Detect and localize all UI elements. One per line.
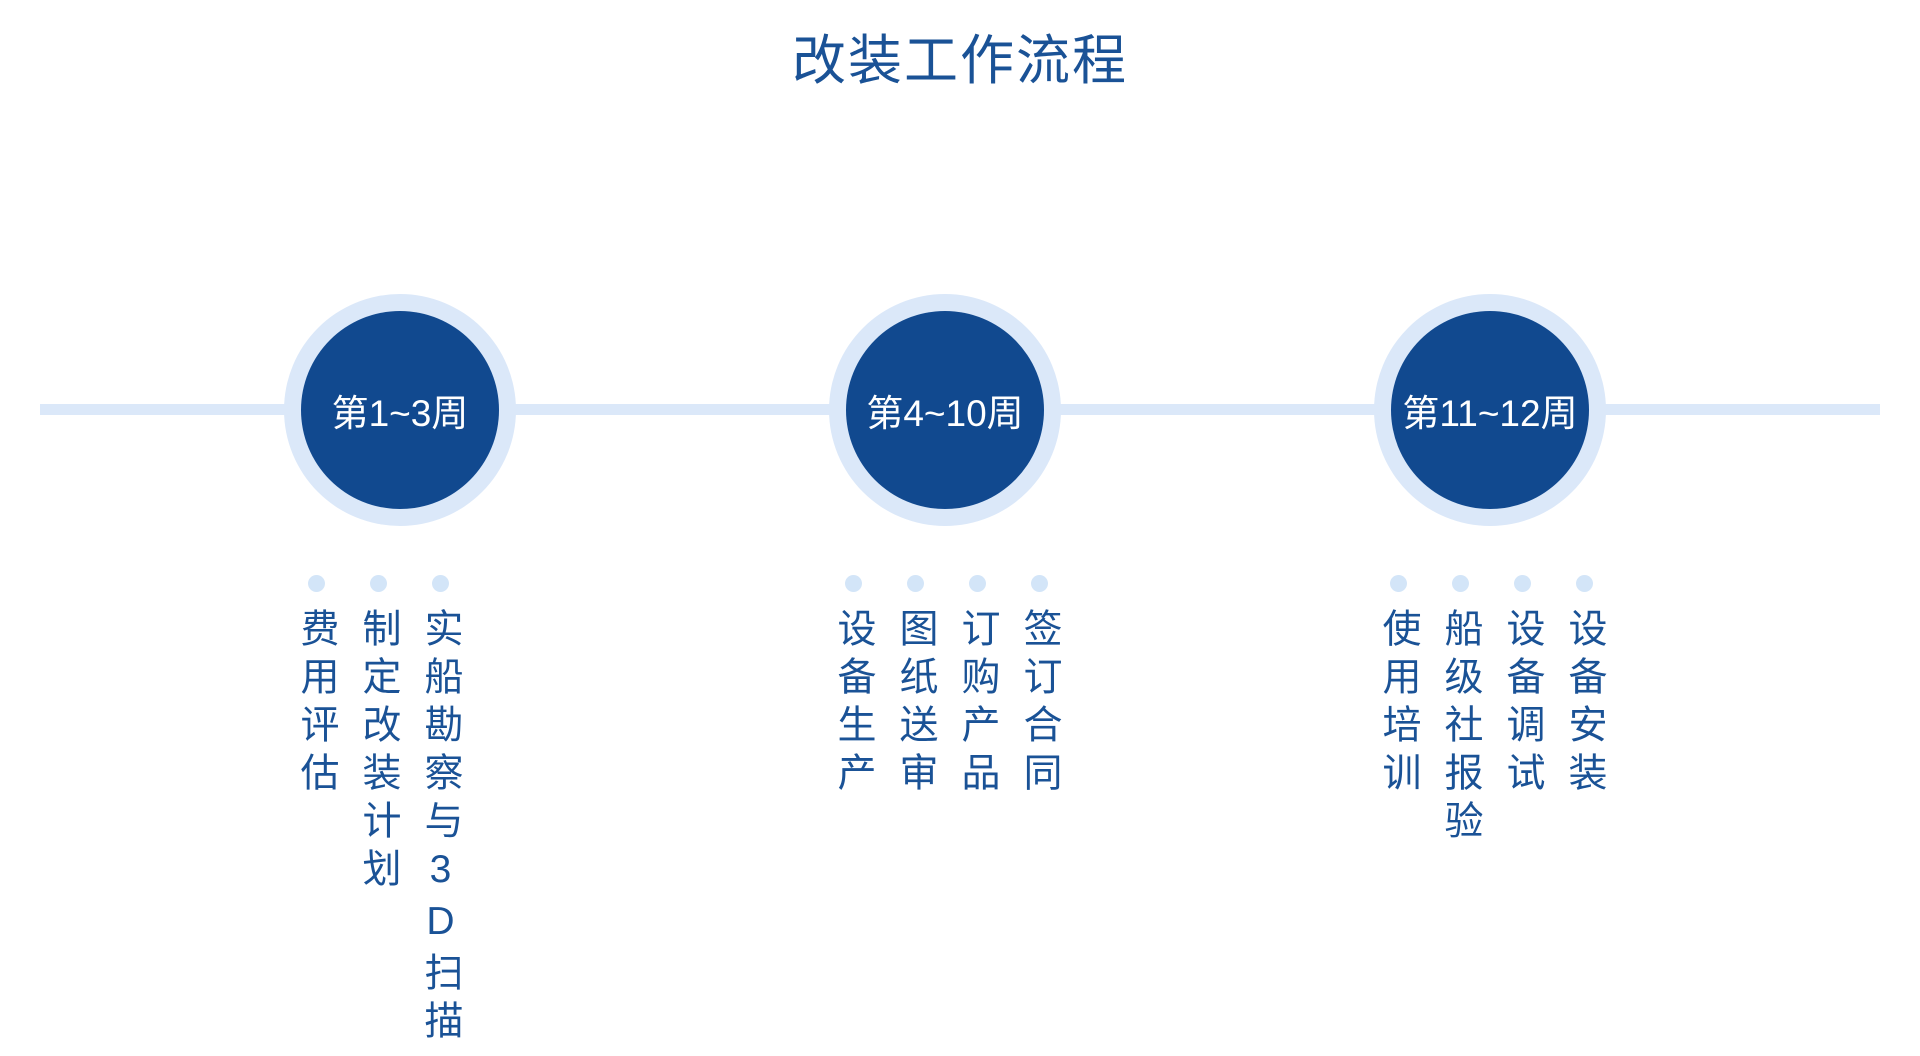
task-label: 设备调试: [1501, 608, 1544, 800]
task-column[interactable]: 设备安装: [1563, 575, 1606, 800]
page-title: 改装工作流程: [792, 31, 1128, 91]
timeline-node-disc: 第1~3周: [301, 311, 499, 509]
task-label: 实船勘察与3D扫描: [419, 608, 462, 1048]
timeline-node-label: 第11~12周: [1402, 393, 1578, 434]
task-label: 设备生产: [832, 608, 875, 800]
task-label: 制定改装计划: [357, 608, 400, 896]
bullet-dot-icon: [431, 575, 449, 592]
timeline-node-phase-2[interactable]: 第4~10周: [829, 294, 1061, 526]
task-label: 使用培训: [1377, 608, 1420, 800]
task-column[interactable]: 图纸送审: [894, 575, 937, 800]
task-column[interactable]: 费用评估: [295, 575, 338, 800]
task-column[interactable]: 制定改装计划: [357, 575, 400, 896]
bullet-dot-icon: [1451, 575, 1469, 592]
task-label: 船级社报验: [1439, 608, 1482, 848]
bullet-dot-icon: [906, 575, 924, 592]
task-column[interactable]: 设备调试: [1501, 575, 1544, 800]
task-group-phase-1: 实船勘察与3D扫描 制定改装计划 费用评估: [295, 575, 462, 1048]
bullet-dot-icon: [1030, 575, 1048, 592]
task-column[interactable]: 签订合同: [1018, 575, 1061, 800]
task-label: 设备安装: [1563, 608, 1606, 800]
bullet-dot-icon: [1575, 575, 1593, 592]
bullet-dot-icon: [1513, 575, 1531, 592]
timeline-node-disc: 第11~12周: [1391, 311, 1589, 509]
task-column[interactable]: 船级社报验: [1439, 575, 1482, 848]
task-label: 图纸送审: [894, 608, 937, 800]
timeline-node-label: 第1~3周: [331, 393, 469, 434]
bullet-dot-icon: [844, 575, 862, 592]
bullet-dot-icon: [307, 575, 325, 592]
timeline-node-phase-3[interactable]: 第11~12周: [1374, 294, 1606, 526]
bullet-dot-icon: [369, 575, 387, 592]
task-label: 订购产品: [956, 608, 999, 800]
bullet-dot-icon: [1389, 575, 1407, 592]
task-column[interactable]: 使用培训: [1377, 575, 1420, 800]
task-group-phase-2: 签订合同 订购产品 图纸送审 设备生产: [832, 575, 1061, 800]
task-label: 费用评估: [295, 608, 338, 800]
timeline-node-disc: 第4~10周: [846, 311, 1044, 509]
timeline-node-phase-1[interactable]: 第1~3周: [284, 294, 516, 526]
timeline-node-label: 第4~10周: [866, 393, 1024, 434]
task-column[interactable]: 实船勘察与3D扫描: [419, 575, 462, 1048]
task-label: 签订合同: [1018, 608, 1061, 800]
task-column[interactable]: 设备生产: [832, 575, 875, 800]
bullet-dot-icon: [968, 575, 986, 592]
task-group-phase-3: 设备安装 设备调试 船级社报验 使用培训: [1377, 575, 1606, 848]
task-column[interactable]: 订购产品: [956, 575, 999, 800]
